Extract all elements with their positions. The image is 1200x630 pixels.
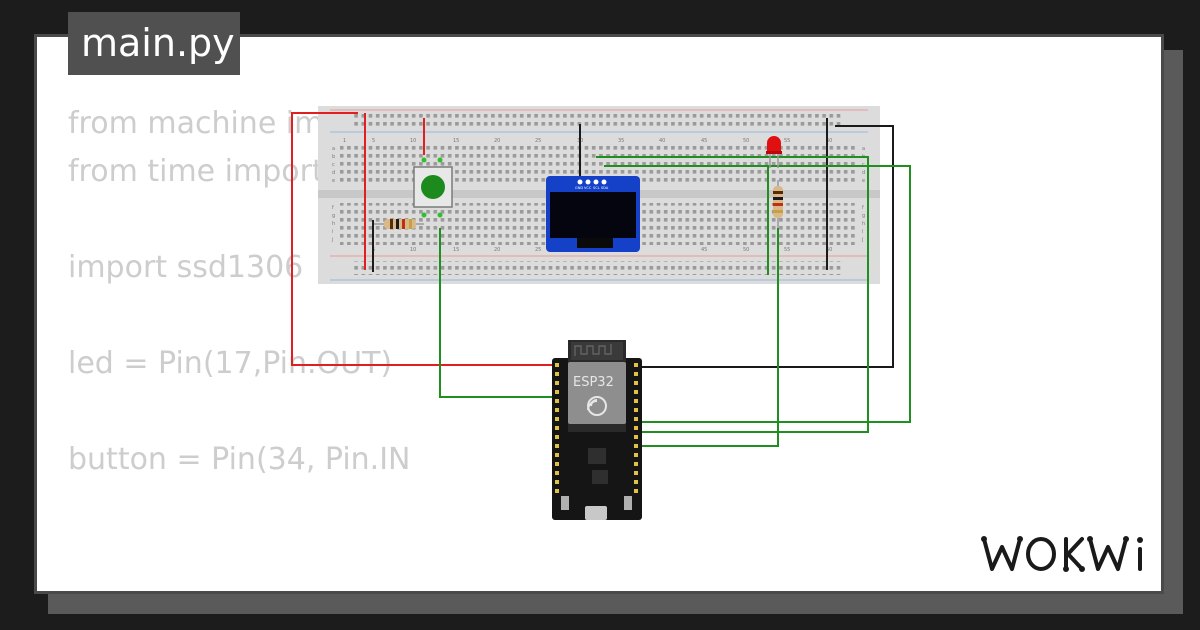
column-label: 60 [826,138,832,144]
push-button[interactable] [413,157,453,218]
oled-pin-label: VCC [584,186,592,190]
oled-pin-label: SCL [593,186,600,190]
column-label: 15 [453,247,459,253]
espressif-logo-icon [587,396,607,416]
wokwi-logo-icon [981,536,1143,572]
column-label: 25 [535,247,541,253]
row-label: a [332,146,335,152]
button-cap-icon[interactable] [421,175,445,199]
oled-display: GND VCC SCL SDA [546,176,640,252]
row-label: d [862,170,865,176]
column-label: 50 [743,138,749,144]
esp32-label: ESP32 [573,375,614,390]
row-label: e [862,178,865,184]
en-button[interactable] [624,496,632,510]
column-label: 15 [453,138,459,144]
row-label: e [332,178,335,184]
row-label: f [332,205,334,211]
column-label: 55 [784,247,790,253]
column-label: 40 [659,138,665,144]
column-label: 25 [535,138,541,144]
column-label: 1 [343,138,346,144]
row-label: f [862,205,864,211]
row-label: j [331,237,333,243]
code-line: led = Pin(17,Pin.OUT) [68,346,393,381]
row-label: i [862,229,863,235]
column-label: 5 [372,138,375,144]
column-label: 60 [826,247,832,253]
wire-red-power [291,112,552,366]
wire-green-button [439,270,552,398]
resistor-right [773,180,783,228]
file-tab[interactable]: main.py [68,12,240,75]
column-label: 45 [701,138,707,144]
column-label: 20 [494,247,500,253]
column-label: 50 [743,247,749,253]
oled-pin-label: GND [575,186,583,190]
code-line: import ssd1306 [68,250,304,285]
column-label: 10 [410,138,416,144]
boot-button[interactable] [561,496,569,510]
column-label: 20 [494,138,500,144]
row-label: b [332,154,335,160]
row-label: g [862,213,865,219]
row-label: j [861,237,863,243]
row-label: d [332,170,335,176]
row-label: g [332,213,335,219]
column-label: 35 [618,138,624,144]
wire-green-led [640,228,779,447]
led [766,136,782,168]
resistor-left [374,219,424,229]
breadboard: 1 5 10 15 20 25 30 35 40 45 50 55 60 5 1… [318,106,880,284]
wire-green-sda [604,165,911,423]
row-label: i [332,229,333,235]
oled-pin-label: SDA [601,186,609,190]
column-label: 55 [784,138,790,144]
wires [291,112,911,447]
row-label: c [332,162,335,168]
wire-black-esp [640,125,894,368]
usb-port-icon [585,506,607,520]
wire-green-scl [596,156,869,433]
row-label: h [332,221,335,227]
row-label: a [862,146,865,152]
column-label: 45 [701,247,707,253]
column-label: 10 [410,247,416,253]
row-label: h [862,221,865,227]
code-line: button = Pin(34, Pin.IN) [68,442,408,477]
esp32-board: ESP32 [552,340,642,520]
